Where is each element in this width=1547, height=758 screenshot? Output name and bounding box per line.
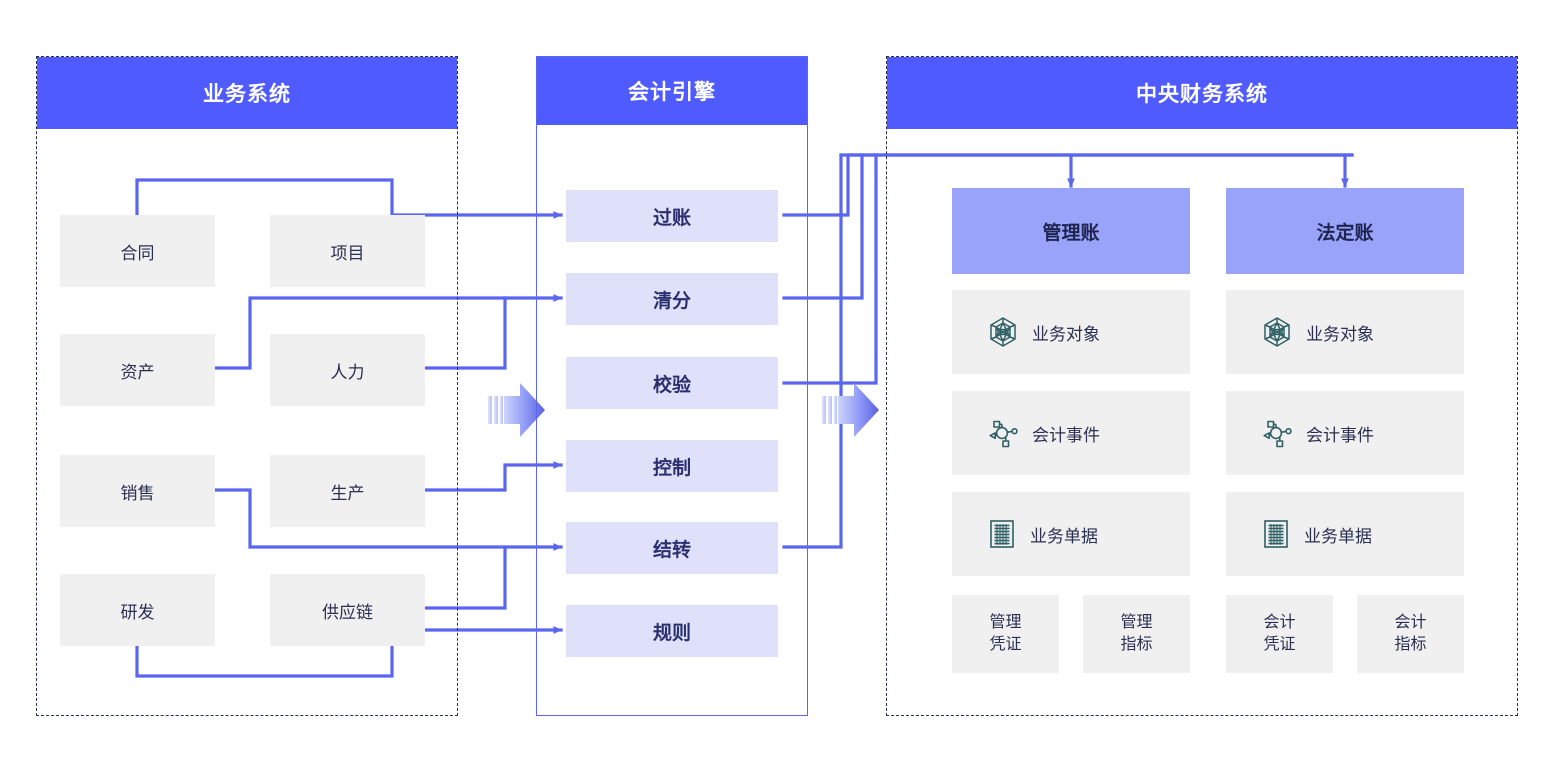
panel-accounting-engine-title: 会计引擎 [628,81,716,104]
ledger-title: 管理账 [1042,222,1100,244]
mini-card-line2: 凭证 [1263,636,1296,653]
ledger-header-guanlizhang[interactable]: 管理账 [952,188,1190,274]
ledger-row-label: 业务单据 [1030,526,1098,546]
ledger-row-yewuduixiang-guanli[interactable]: 业务对象 [952,290,1190,374]
business-item-gongyinglian[interactable]: 供应链 [270,574,425,646]
ledger-header-fadingzhang[interactable]: 法定账 [1226,188,1464,274]
polyhedron-node-icon [986,315,1020,349]
ledger-row-kuaijishijian-fading[interactable]: 会计事件 [1226,391,1464,475]
business-item-label: 项目 [330,243,365,263]
ledger-row-label: 会计事件 [1032,425,1100,445]
mini-card-line2: 指标 [1394,636,1427,653]
panel-business-system-header: 业务系统 [37,57,457,129]
ledger-row-label: 业务对象 [1306,324,1374,344]
panel-accounting-engine-header: 会计引擎 [537,57,807,125]
engine-item-jiezhuan[interactable]: 结转 [566,522,778,574]
ledger-row-label: 业务对象 [1032,324,1100,344]
engine-item-jiaoyan[interactable]: 校验 [566,357,778,409]
gradient-flow-arrow-engine-to-finance [822,383,879,437]
document-list-icon [986,517,1018,551]
mini-card-kuaiji-pingzheng[interactable]: 会计 凭证 [1226,595,1333,673]
engine-item-label: 控制 [652,457,691,479]
mini-card-guanli-zhibiao[interactable]: 管理 指标 [1083,595,1190,673]
panel-business-system [36,56,458,716]
ledger-row-yewudanju-guanli[interactable]: 业务单据 [952,492,1190,576]
business-item-xiaoshou[interactable]: 销售 [60,455,215,527]
ledger-title: 法定账 [1316,222,1374,244]
ledger-row-yewuduixiang-fading[interactable]: 业务对象 [1226,290,1464,374]
mini-card-line2: 指标 [1120,636,1153,653]
business-item-label: 资产 [120,362,155,382]
panel-central-finance-system [886,56,1518,716]
panel-business-system-title: 业务系统 [203,83,291,106]
business-item-label: 人力 [330,362,365,382]
document-list-icon [1260,517,1292,551]
business-item-label: 合同 [120,243,155,263]
mini-card-kuaiji-zhibiao[interactable]: 会计 指标 [1357,595,1464,673]
business-item-hetong[interactable]: 合同 [60,215,215,287]
mini-card-guanli-pingzheng[interactable]: 管理 凭证 [952,595,1059,673]
business-item-label: 生产 [330,483,365,503]
business-item-yanfa[interactable]: 研发 [60,574,215,646]
ledger-row-label: 会计事件 [1306,425,1374,445]
ledger-row-kuaijishijian-guanli[interactable]: 会计事件 [952,391,1190,475]
business-item-shengchan[interactable]: 生产 [270,455,425,527]
engine-item-label: 校验 [652,374,691,396]
business-item-xiangmu[interactable]: 项目 [270,215,425,287]
polyhedron-node-icon [1260,315,1294,349]
mini-card-line1: 会计 [1263,614,1296,632]
ledger-row-yewudanju-fading[interactable]: 业务单据 [1226,492,1464,576]
engine-item-label: 清分 [652,290,691,312]
node-graph-icon [986,416,1020,450]
mini-card-line1: 管理 [1120,614,1153,632]
business-item-zichan[interactable]: 资产 [60,334,215,406]
business-item-renli[interactable]: 人力 [270,334,425,406]
engine-item-kongzhi[interactable]: 控制 [566,440,778,492]
engine-item-guozhang[interactable]: 过账 [566,190,778,242]
engine-item-label: 结转 [652,539,691,561]
mini-card-line1: 会计 [1394,614,1427,632]
business-item-label: 供应链 [322,602,373,622]
engine-item-guize[interactable]: 规则 [566,605,778,657]
engine-item-label: 规则 [652,622,691,644]
mini-card-line1: 管理 [989,614,1022,632]
engine-item-label: 过账 [652,207,691,229]
ledger-row-label: 业务单据 [1304,526,1372,546]
panel-accounting-engine [536,56,808,716]
panel-central-finance-system-header: 中央财务系统 [887,57,1517,129]
mini-card-line2: 凭证 [989,636,1022,653]
business-item-label: 研发 [120,602,155,622]
panel-central-finance-system-title: 中央财务系统 [1136,83,1268,106]
node-graph-icon [1260,416,1294,450]
engine-item-qingfen[interactable]: 清分 [566,273,778,325]
business-item-label: 销售 [120,483,155,503]
